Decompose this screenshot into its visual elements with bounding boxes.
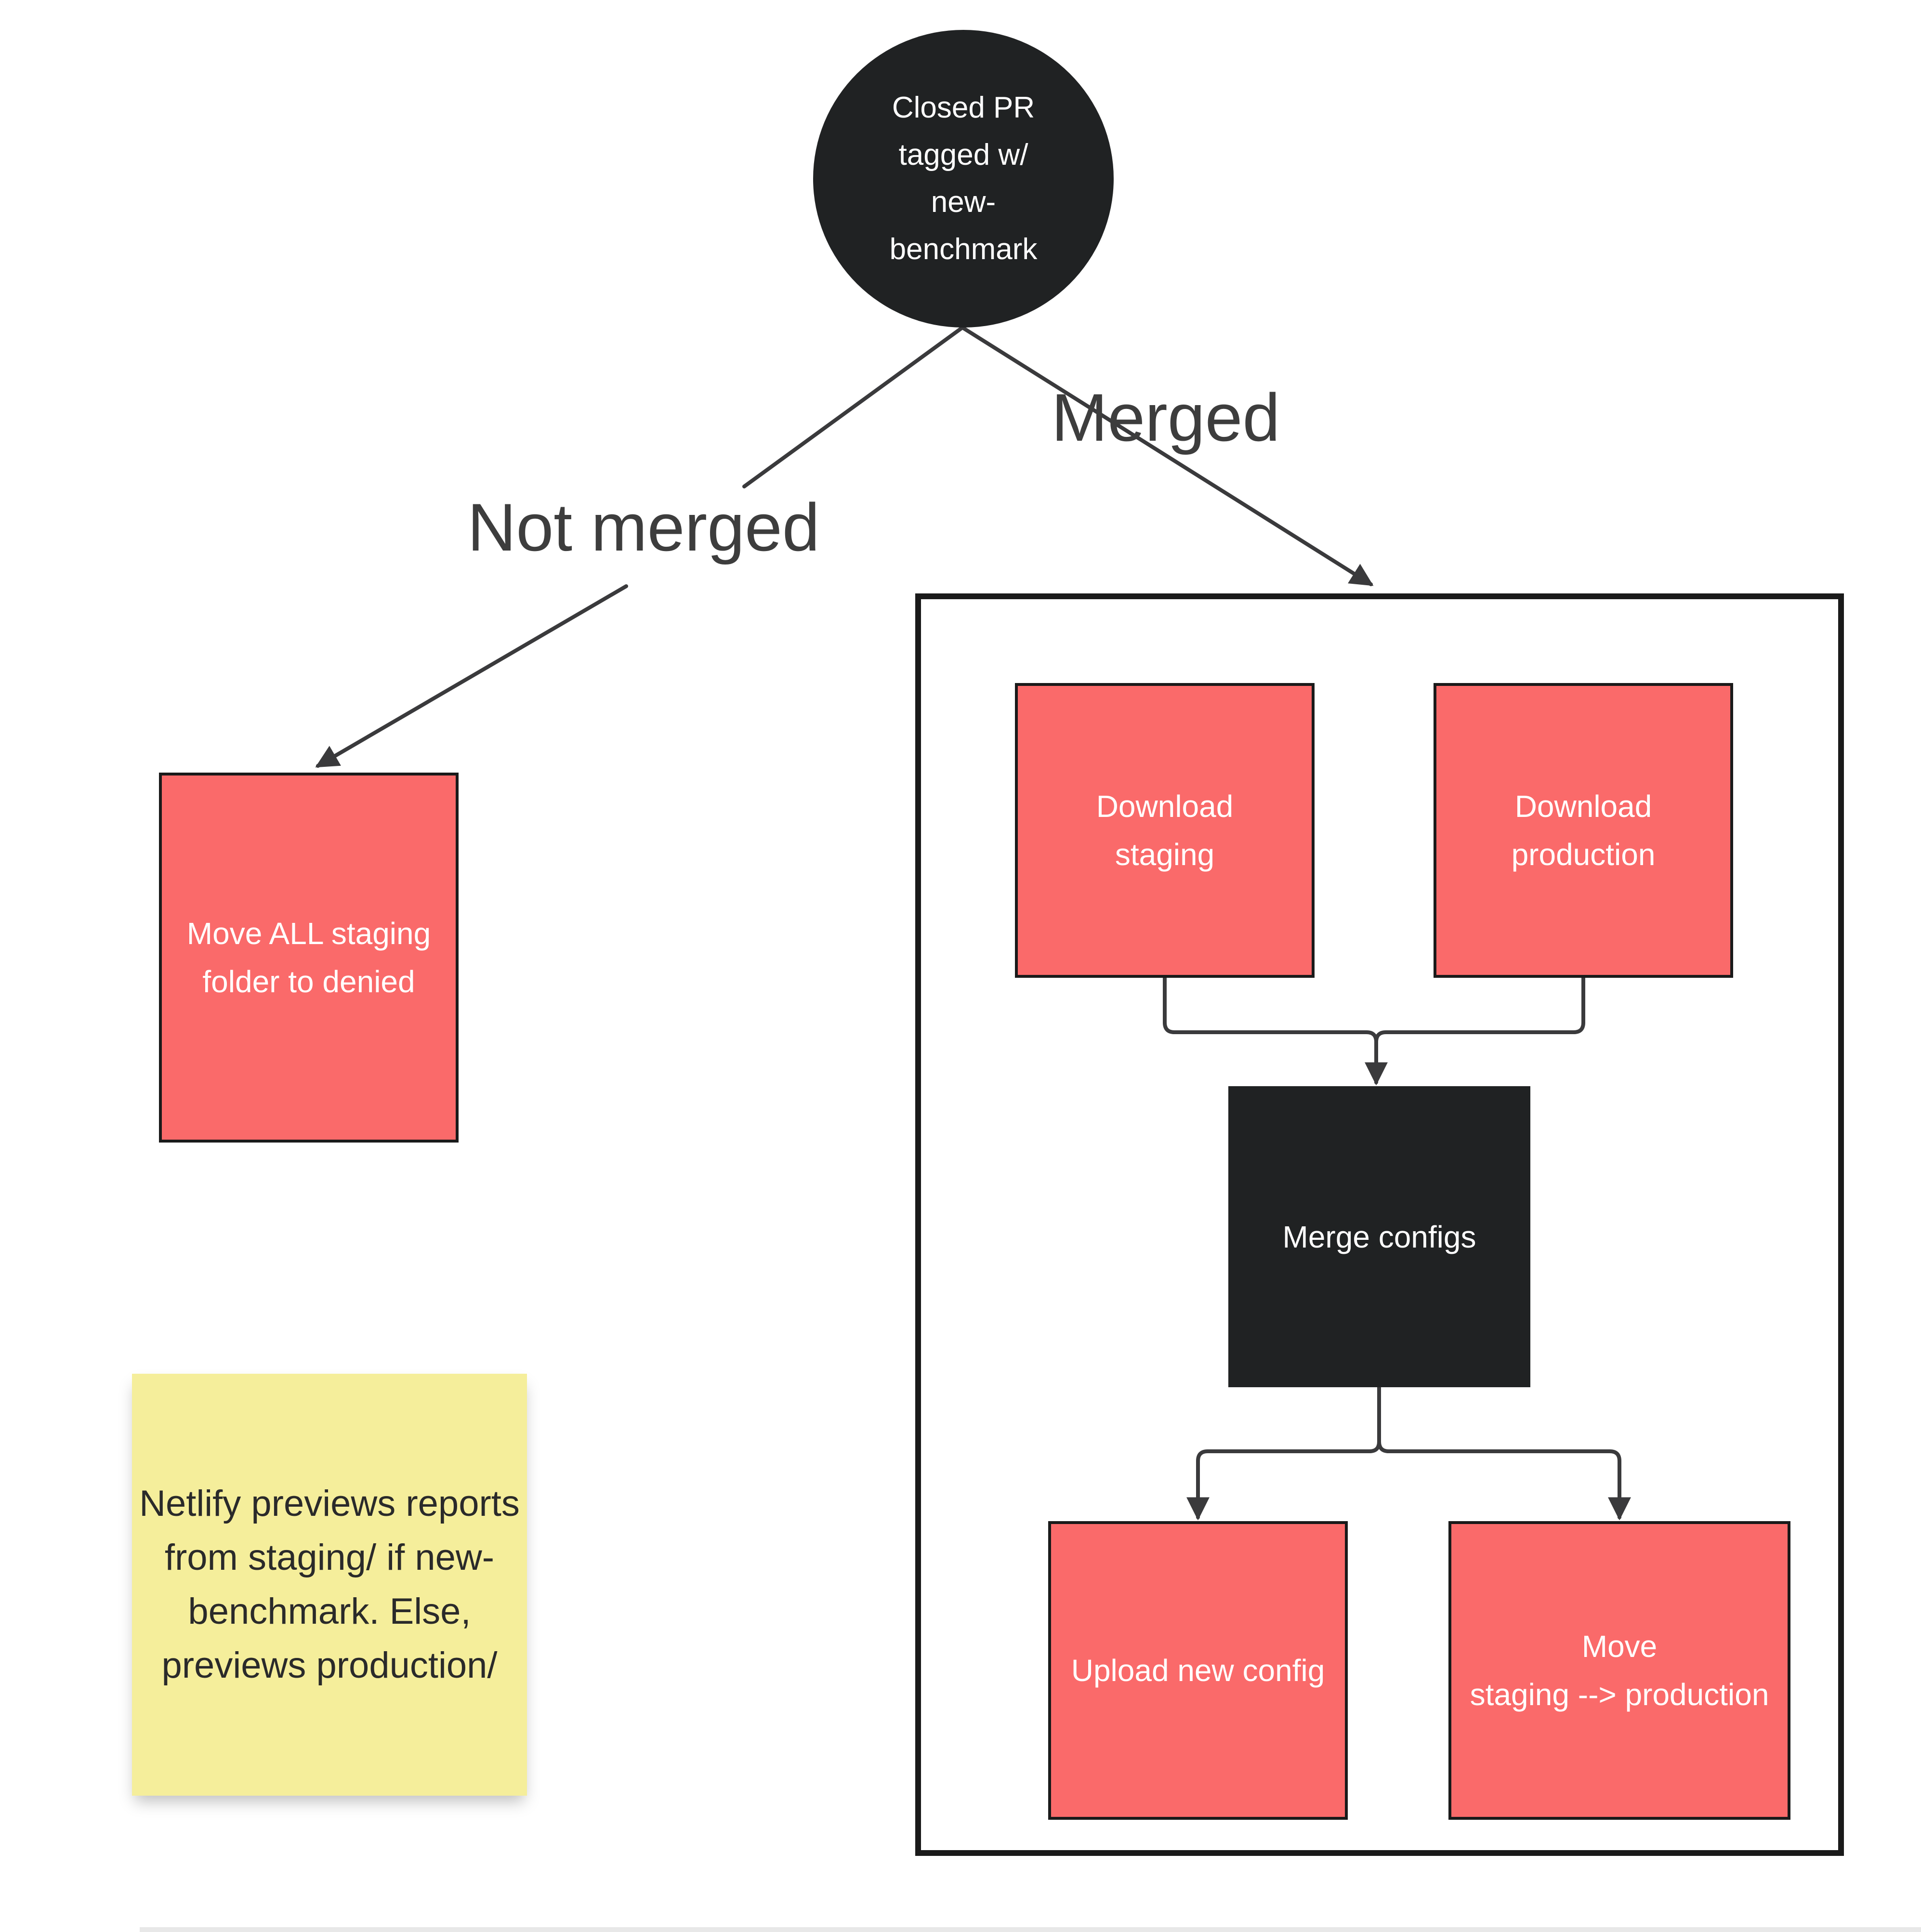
download-staging-node[interactable]: Download staging — [1015, 683, 1315, 978]
move-staging-denied-label: Move ALL staging folder to denied — [186, 916, 431, 999]
upload-new-config-node[interactable]: Upload new config — [1048, 1521, 1348, 1820]
edge-not-merged-arrow — [315, 584, 628, 768]
merge-configs-label: Merge configs — [1282, 1219, 1476, 1254]
download-staging-label: Download staging — [1096, 789, 1234, 872]
sticky-note[interactable]: Netlify previews reports from staging/ i… — [132, 1374, 527, 1796]
edge-label-merged-text: Merged — [1051, 380, 1280, 455]
download-production-label: Download production — [1511, 789, 1656, 872]
edge-label-merged[interactable]: Merged — [1045, 377, 1286, 459]
merged-flow-container[interactable] — [915, 593, 1844, 1856]
upload-new-config-label: Upload new config — [1071, 1653, 1325, 1688]
start-circle-label: Closed PR tagged w/ new- benchmark — [889, 91, 1038, 266]
sticky-note-text: Netlify previews reports from staging/ i… — [139, 1483, 520, 1686]
start-circle-node[interactable]: Closed PR tagged w/ new- benchmark — [813, 30, 1114, 328]
edge-label-not-merged[interactable]: Not merged — [451, 484, 836, 571]
edge-label-not-merged-text: Not merged — [467, 489, 820, 565]
move-staging-denied-node[interactable]: Move ALL staging folder to denied — [159, 773, 459, 1143]
move-staging-production-node[interactable]: Move staging --> production — [1448, 1521, 1790, 1820]
merge-configs-node[interactable]: Merge configs — [1228, 1086, 1530, 1387]
move-staging-production-label: Move staging --> production — [1470, 1629, 1769, 1712]
edge-not-merged-upper — [742, 326, 964, 488]
download-production-node[interactable]: Download production — [1434, 683, 1733, 978]
canvas-bottom-edge — [140, 1927, 1921, 1932]
